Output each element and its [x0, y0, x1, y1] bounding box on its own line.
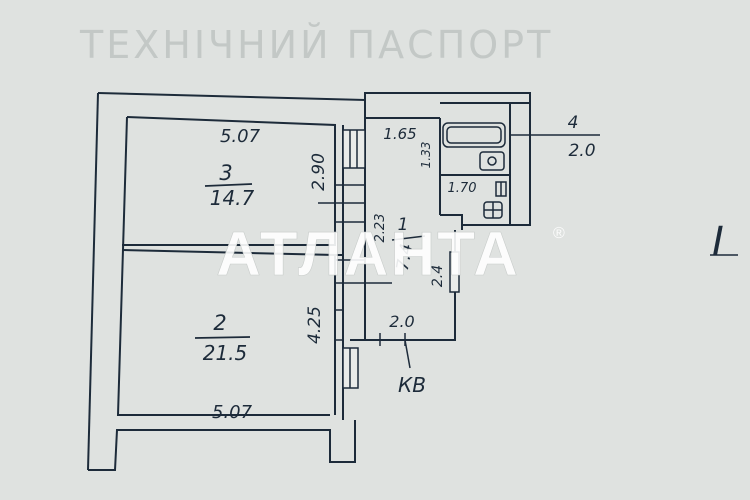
- room-4-dim-a: 1.33: [419, 142, 433, 169]
- room-2-depth: 4.25: [305, 306, 325, 344]
- room-1-height: 2.23: [373, 214, 388, 243]
- apartment-mark: КВ: [398, 373, 426, 397]
- wall-detail-ticks: [318, 184, 392, 284]
- room-3-fraction-bar: [204, 183, 253, 187]
- room-1-area: 7.4: [393, 242, 417, 272]
- entrance-door: [379, 333, 411, 369]
- room-2-fraction-bar: [194, 336, 251, 339]
- document-header-title: ТЕХНІЧНИЙ ПАСПОРТ: [79, 23, 553, 67]
- room-4-dim-b: 1.70: [448, 181, 477, 196]
- side-mark: I: [712, 219, 724, 265]
- room-4-area: 2.0: [568, 141, 595, 161]
- room-1-side: 2.4: [430, 265, 446, 287]
- room-3-area: 14.7: [210, 186, 255, 210]
- watermark-registered-symbol: ®: [553, 225, 565, 242]
- room-2-area: 21.5: [203, 341, 248, 365]
- outer-walls: [87, 92, 531, 471]
- watermark-logo: АТЛАНТА: [216, 220, 520, 289]
- room-4-id: 4: [568, 113, 579, 133]
- toilet-icon: [483, 201, 503, 219]
- room-3-width: 5.07: [220, 126, 261, 147]
- bathtub-icon: [442, 122, 506, 148]
- room-1-id: 1: [398, 215, 409, 235]
- fixture-icon: [495, 181, 507, 197]
- door-room-2: [335, 309, 343, 341]
- room-3-depth: 2.90: [309, 153, 329, 191]
- room-1-fraction-bar: [391, 235, 426, 241]
- room-3-id: 3: [219, 161, 232, 185]
- window-room-2: [342, 347, 359, 389]
- room-1-width: 1.65: [383, 125, 416, 143]
- room-2: [121, 249, 343, 415]
- window-room-3: [342, 129, 366, 169]
- room-4: [440, 95, 531, 226]
- room-2-id: 2: [213, 311, 226, 335]
- room-2-width: 5.07: [212, 402, 253, 423]
- sink-icon: [479, 151, 505, 171]
- corridor-opening: [449, 251, 460, 293]
- room-1-bottom: 2.0: [389, 312, 414, 331]
